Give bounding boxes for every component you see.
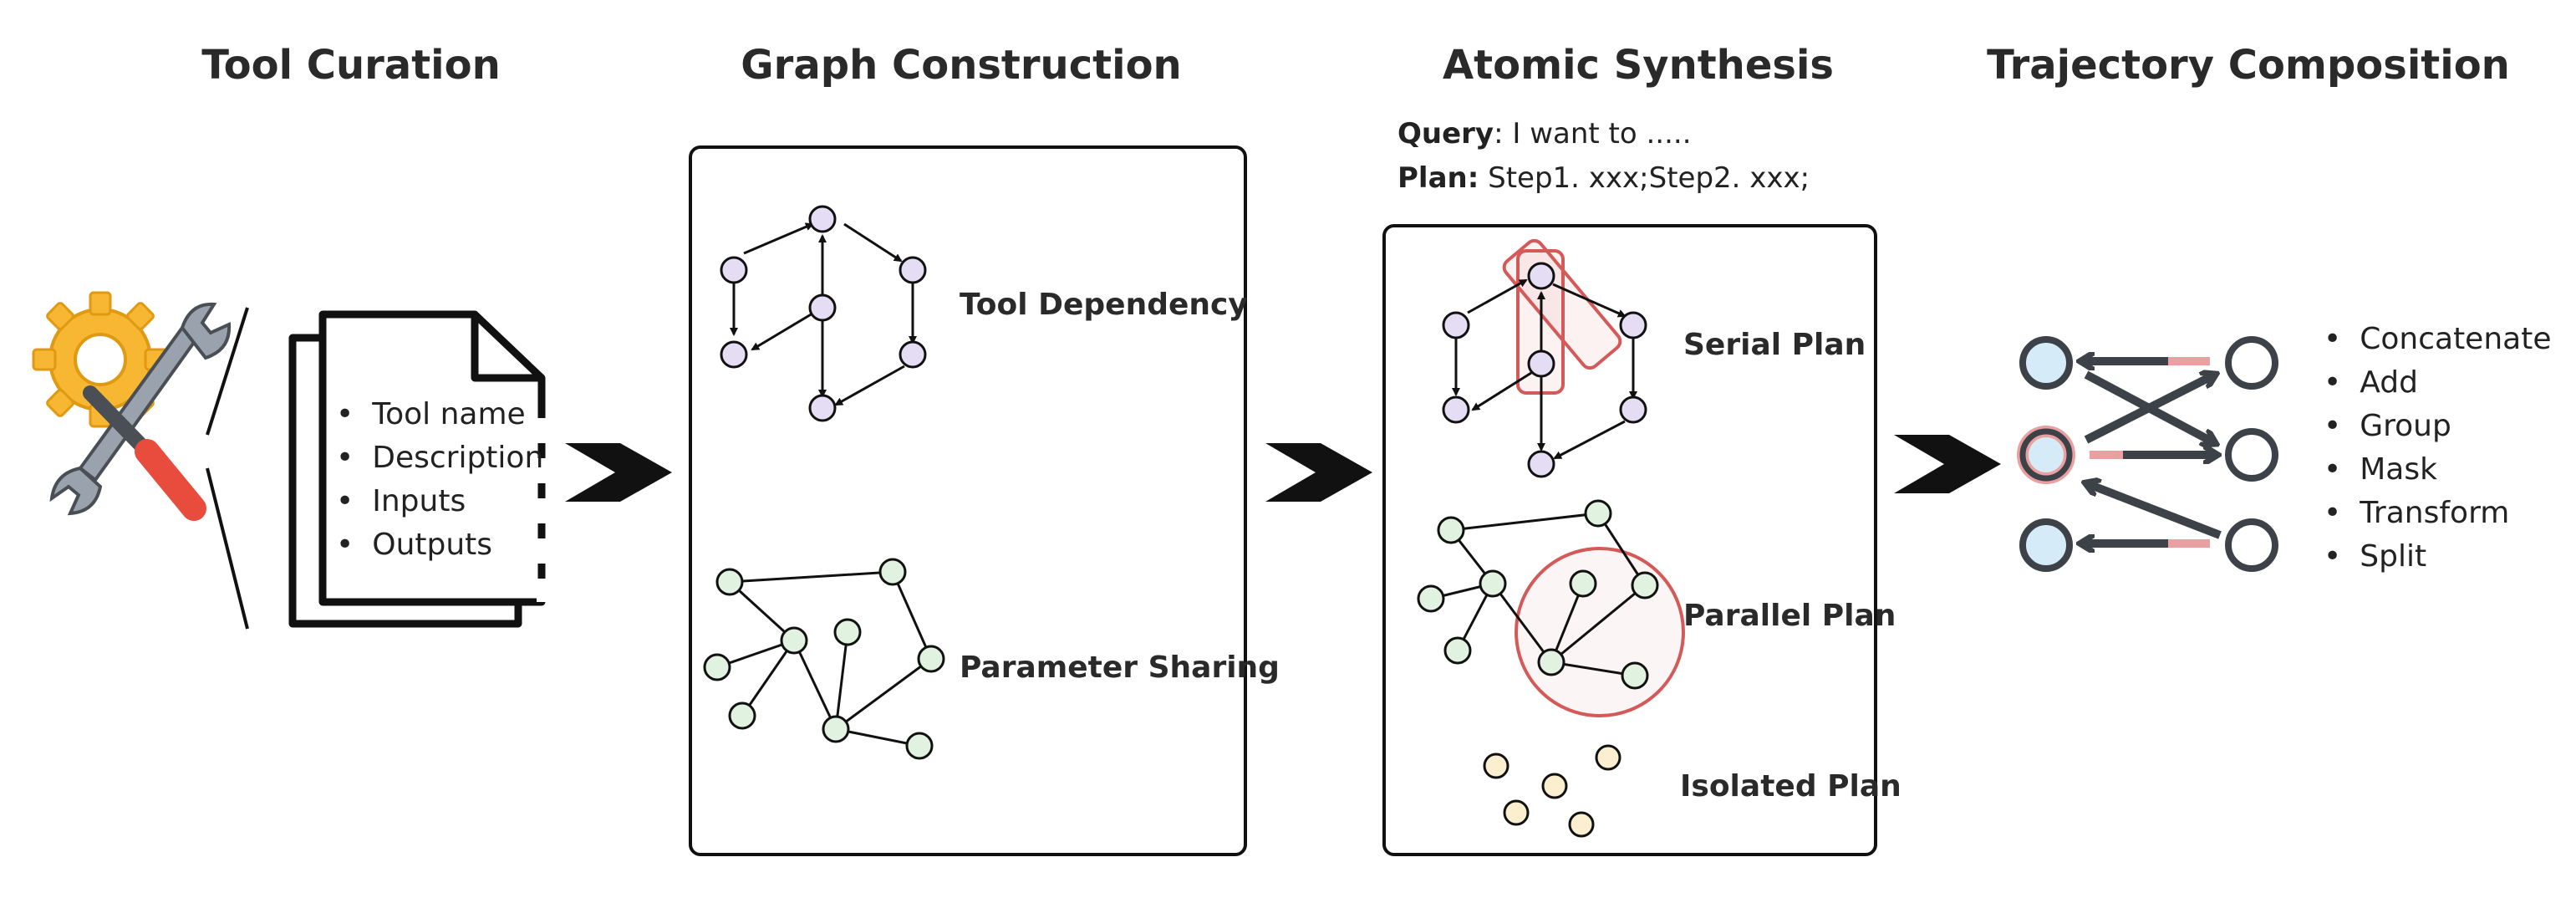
atomic-synthesis-panel [1382, 224, 1877, 856]
operation-item: Add [2324, 361, 2551, 405]
plan-line: Plan: Step1. xxx;Step2. xxx; [1397, 161, 1810, 195]
isolated-plan-label: Isolated Plan [1680, 769, 1901, 804]
parameter-sharing-label: Parameter Sharing [960, 651, 1280, 685]
operation-item: Mask [2324, 448, 2551, 492]
callout-line-bottom [206, 467, 249, 630]
operation-item: Group [2324, 405, 2551, 448]
serial-plan-label: Serial Plan [1683, 328, 1866, 362]
stage-title-atomic-synthesis: Atomic Synthesis [1443, 42, 1834, 89]
chevron-right-icon [1265, 443, 1372, 502]
tool-dependency-label: Tool Dependency [960, 288, 1248, 322]
parameter-sharing-graph [703, 558, 945, 760]
tool-field-item: Tool name [336, 393, 543, 436]
query-text: : I want to ..... [1494, 117, 1692, 151]
isolated-plan-nodes [1483, 744, 1621, 838]
tool-field-item: Outputs [336, 523, 543, 567]
operation-item: Split [2324, 535, 2551, 579]
tool-dependency-graph [720, 205, 927, 422]
query-line: Query: I want to ..... [1397, 117, 1692, 151]
plan-text: Step1. xxx;Step2. xxx; [1479, 161, 1810, 195]
query-label: Query [1397, 117, 1494, 151]
chevron-right-icon [565, 443, 672, 502]
operation-item: Concatenate [2324, 318, 2551, 361]
stage-title-trajectory-composition: Trajectory Composition [1987, 42, 2510, 89]
callout-line-top [206, 307, 249, 436]
graph-construction-panel [689, 145, 1247, 856]
tool-field-item: Description [336, 436, 543, 480]
composition-graph [2017, 336, 2278, 572]
stage-title-graph-construction: Graph Construction [741, 42, 1182, 89]
plan-label: Plan: [1397, 161, 1479, 195]
tool-field-list: Tool name Description Inputs Outputs [336, 393, 543, 567]
composition-operation-list: Concatenate Add Group Mask Transform Spl… [2324, 318, 2551, 579]
gear-wrench-icon [32, 291, 232, 521]
tool-field-item: Inputs [336, 480, 543, 523]
operation-item: Transform [2324, 492, 2551, 535]
serial-plan-graph [1442, 262, 1647, 478]
parallel-plan-label: Parallel Plan [1683, 599, 1896, 633]
parallel-plan-highlight [1515, 547, 1685, 717]
chevron-right-icon [1894, 435, 2001, 493]
parallel-plan-graph [1417, 499, 1659, 690]
stage-title-tool-curation: Tool Curation [201, 42, 501, 89]
